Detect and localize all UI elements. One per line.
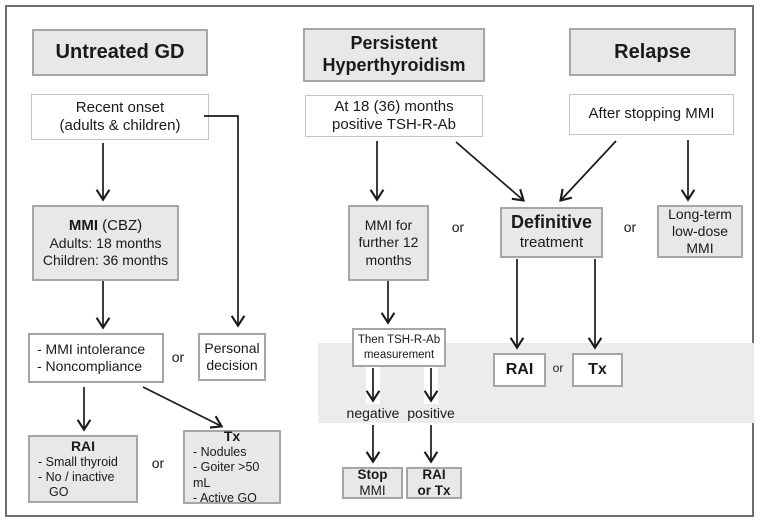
box-definitive-treatment: Definitive treatment bbox=[500, 207, 603, 258]
tx-option-item: - Goiter >50 mL bbox=[193, 460, 260, 490]
mmi-further-line2: further 12 bbox=[358, 234, 419, 251]
tx-option-title: Tx bbox=[223, 427, 241, 444]
box-rai-band: RAI bbox=[493, 353, 546, 387]
recent-onset-line1: Recent onset bbox=[75, 98, 165, 116]
mmi-cbz-adults: Adults: 18 months bbox=[49, 235, 162, 252]
box-stop-mmi: Stop MMI bbox=[342, 467, 403, 499]
intolerance-line2: - Noncompliance bbox=[37, 358, 143, 374]
box-tx-band: Tx bbox=[572, 353, 623, 387]
recent-onset-line2: (adults & children) bbox=[59, 117, 181, 134]
stop-mmi-line1: Stop bbox=[357, 466, 388, 482]
mmi-cbz-title-rest: (CBZ) bbox=[98, 216, 143, 234]
tx-option-item: - Nodules bbox=[193, 445, 247, 460]
then-tsh-line1: Then TSH-R-Ab bbox=[357, 334, 441, 347]
mmi-cbz-title: MMI (CBZ) bbox=[69, 217, 142, 235]
rai-option-title: RAI bbox=[70, 437, 96, 454]
or-label-bottom-left: or bbox=[151, 455, 165, 471]
box-at-18-36-months: At 18 (36) months positive TSH-R-Ab bbox=[305, 95, 483, 137]
outer-border bbox=[5, 5, 754, 517]
rai-or-tx-line1: RAI bbox=[422, 466, 446, 482]
header-relapse: Relapse bbox=[569, 28, 736, 76]
negative-label: negative bbox=[346, 405, 400, 421]
persistent-line1: Persistent bbox=[350, 33, 438, 54]
box-mmi-intolerance: - MMI intolerance - Noncompliance bbox=[28, 333, 164, 383]
personal-line2: decision bbox=[206, 357, 258, 373]
rai-option-bullets: - Small thyroid - No / inactive GO bbox=[30, 455, 136, 501]
at18-line2: positive TSH-R-Ab bbox=[332, 116, 456, 133]
box-then-tsh-r-ab-measurement: Then TSH-R-Ab measurement bbox=[352, 328, 446, 367]
mmi-cbz-title-bold: MMI bbox=[68, 216, 98, 234]
rai-or-tx-line2: or Tx bbox=[417, 483, 451, 498]
at18-line1: At 18 (36) months bbox=[334, 97, 454, 115]
rai-option-item: GO bbox=[49, 485, 69, 500]
header-persistent-hyperthyroidism: Persistent Hyperthyroidism bbox=[303, 28, 485, 82]
personal-line1: Personal bbox=[204, 339, 260, 356]
definitive-line1: Definitive bbox=[510, 212, 593, 233]
box-rai-option: RAI - Small thyroid - No / inactive GO bbox=[28, 435, 138, 503]
long-term-line1: Long-term bbox=[668, 205, 732, 222]
tx-option-bullets: - Nodules - Goiter >50 mL - Active GO bbox=[185, 445, 279, 506]
or-label-left: or bbox=[171, 349, 185, 365]
box-rai-or-tx: RAI or Tx bbox=[406, 467, 462, 499]
mmi-further-line1: MMI for bbox=[364, 217, 413, 234]
box-recent-onset: Recent onset (adults & children) bbox=[31, 94, 209, 140]
after-stopping-line1: After stopping MMI bbox=[588, 105, 715, 123]
box-after-stopping-mmi: After stopping MMI bbox=[569, 94, 734, 135]
or-label-right: or bbox=[623, 219, 637, 235]
box-mmi-further-12-months: MMI for further 12 months bbox=[348, 205, 429, 281]
persistent-line2: Hyperthyroidism bbox=[322, 55, 466, 75]
or-label-band: or bbox=[552, 361, 564, 375]
box-personal-decision: Personal decision bbox=[198, 333, 266, 381]
rai-option-item: - Small thyroid bbox=[38, 454, 118, 469]
positive-label: positive bbox=[407, 405, 455, 421]
long-term-line2: low-dose bbox=[671, 222, 729, 239]
long-term-line3: MMI bbox=[686, 240, 714, 257]
definitive-line2: treatment bbox=[519, 234, 584, 252]
tx-option-item: - Active GO bbox=[193, 490, 257, 505]
intolerance-line1: - MMI intolerance bbox=[37, 340, 146, 357]
relapse-label: Relapse bbox=[614, 40, 691, 63]
box-mmi-cbz: MMI (CBZ) Adults: 18 months Children: 36… bbox=[32, 205, 179, 281]
or-label-mid: or bbox=[451, 219, 465, 235]
then-tsh-line2: measurement bbox=[363, 348, 435, 361]
header-untreated-gd-label: Untreated GD bbox=[55, 41, 185, 64]
box-tx-option: Tx - Nodules - Goiter >50 mL - Active GO bbox=[183, 427, 281, 506]
box-long-term-low-dose-mmi: Long-term low-dose MMI bbox=[657, 205, 743, 258]
rai-band-label: RAI bbox=[505, 361, 534, 379]
rai-option-item: - No / inactive bbox=[38, 469, 115, 484]
header-untreated-gd: Untreated GD bbox=[32, 29, 208, 76]
stop-mmi-line2: MMI bbox=[359, 483, 386, 498]
mmi-further-line3: months bbox=[365, 251, 412, 268]
mmi-cbz-children: Children: 36 months bbox=[42, 252, 169, 269]
tx-band-label: Tx bbox=[588, 361, 607, 379]
